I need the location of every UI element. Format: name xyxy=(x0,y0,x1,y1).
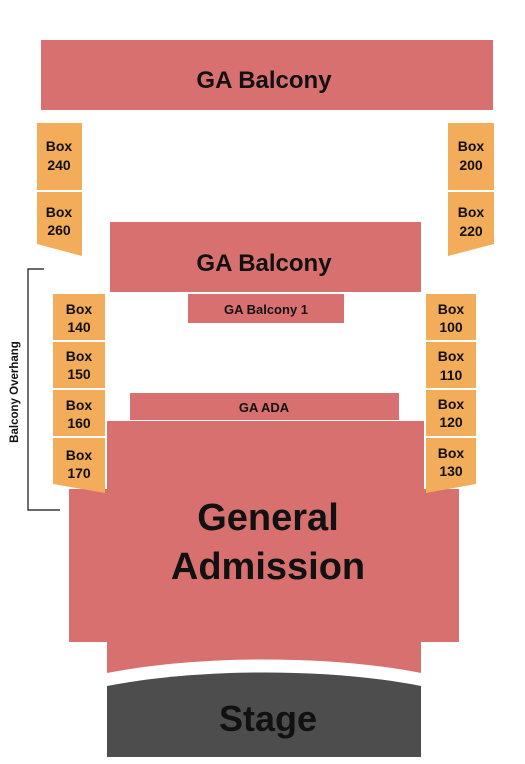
box-100[interactable]: Box 100 xyxy=(426,294,476,340)
section-shape xyxy=(69,421,459,673)
box-label-line2: 150 xyxy=(67,366,91,382)
section-shape xyxy=(53,342,105,388)
box-220[interactable]: Box 220 xyxy=(448,192,494,256)
section-ga-ada[interactable]: GA ADA xyxy=(130,393,399,420)
box-110[interactable]: Box 110 xyxy=(426,342,476,388)
box-130[interactable]: Box 130 xyxy=(426,438,476,493)
section-ga-balcony-1[interactable]: GA Balcony 1 xyxy=(188,294,344,323)
box-200[interactable]: Box 200 xyxy=(448,123,494,190)
section-general-admission[interactable]: General Admission xyxy=(69,421,459,673)
box-label-line1: Box xyxy=(66,348,93,364)
box-label-line1: Box xyxy=(66,447,93,463)
box-label-line2: 120 xyxy=(439,414,463,430)
section-label: GA Balcony 1 xyxy=(224,302,308,317)
section-shape xyxy=(426,294,476,340)
box-label-line1: Box xyxy=(46,204,73,220)
section-shape xyxy=(426,390,476,436)
section-ga-balcony-mid[interactable]: GA Balcony xyxy=(110,222,421,292)
box-260[interactable]: Box 260 xyxy=(37,192,82,256)
section-shape xyxy=(37,192,82,256)
section-shape xyxy=(110,222,421,292)
section-shape xyxy=(41,40,493,110)
box-160[interactable]: Box 160 xyxy=(53,390,105,436)
section-label-line2: Admission xyxy=(171,546,365,588)
box-label-line2: 260 xyxy=(47,222,71,238)
section-label: GA ADA xyxy=(239,400,290,415)
stage-label: Stage xyxy=(219,698,317,739)
section-shape xyxy=(53,438,105,493)
section-ga-balcony-top[interactable]: GA Balcony xyxy=(41,40,493,110)
section-label-line1: General xyxy=(197,497,339,539)
box-label-line1: Box xyxy=(66,301,93,317)
balcony-overhang-annotation: Balcony Overhang xyxy=(9,268,60,511)
box-170[interactable]: Box 170 xyxy=(53,438,105,493)
box-label-line1: Box xyxy=(46,138,73,154)
section-shape xyxy=(37,123,82,190)
box-140[interactable]: Box 140 xyxy=(53,294,105,340)
section-label: GA Balcony xyxy=(196,250,332,277)
box-label-line2: 130 xyxy=(439,463,463,479)
box-label-line1: Box xyxy=(458,204,485,220)
box-label-line2: 140 xyxy=(67,319,91,335)
stage: Stage xyxy=(107,672,421,757)
box-label-line2: 100 xyxy=(439,319,463,335)
section-label: GA Balcony xyxy=(196,67,332,94)
box-label-line1: Box xyxy=(438,301,465,317)
section-shape xyxy=(426,342,476,388)
box-label-line2: 160 xyxy=(67,415,91,431)
overhang-label: Balcony Overhang xyxy=(9,341,21,443)
box-120[interactable]: Box 120 xyxy=(426,390,476,436)
box-label-line1: Box xyxy=(438,348,465,364)
section-shape xyxy=(53,294,105,340)
box-label-line2: 200 xyxy=(459,157,483,173)
box-label-line2: 110 xyxy=(440,367,463,383)
box-150[interactable]: Box 150 xyxy=(53,342,105,388)
box-label-line2: 220 xyxy=(459,223,483,239)
stage-shape xyxy=(107,672,421,757)
box-label-line1: Box xyxy=(438,396,465,412)
section-shape xyxy=(53,390,105,436)
overhang-bracket xyxy=(27,268,60,511)
box-label-line2: 170 xyxy=(67,465,91,481)
box-240[interactable]: Box 240 xyxy=(37,123,82,190)
section-shape xyxy=(426,438,476,493)
section-shape xyxy=(448,123,494,190)
box-label-line1: Box xyxy=(458,138,485,154)
box-label-line2: 240 xyxy=(47,157,71,173)
section-shape xyxy=(448,192,494,256)
box-label-line1: Box xyxy=(66,397,93,413)
section-shape xyxy=(188,294,344,323)
section-shape xyxy=(130,393,399,420)
box-label-line1: Box xyxy=(438,445,465,461)
